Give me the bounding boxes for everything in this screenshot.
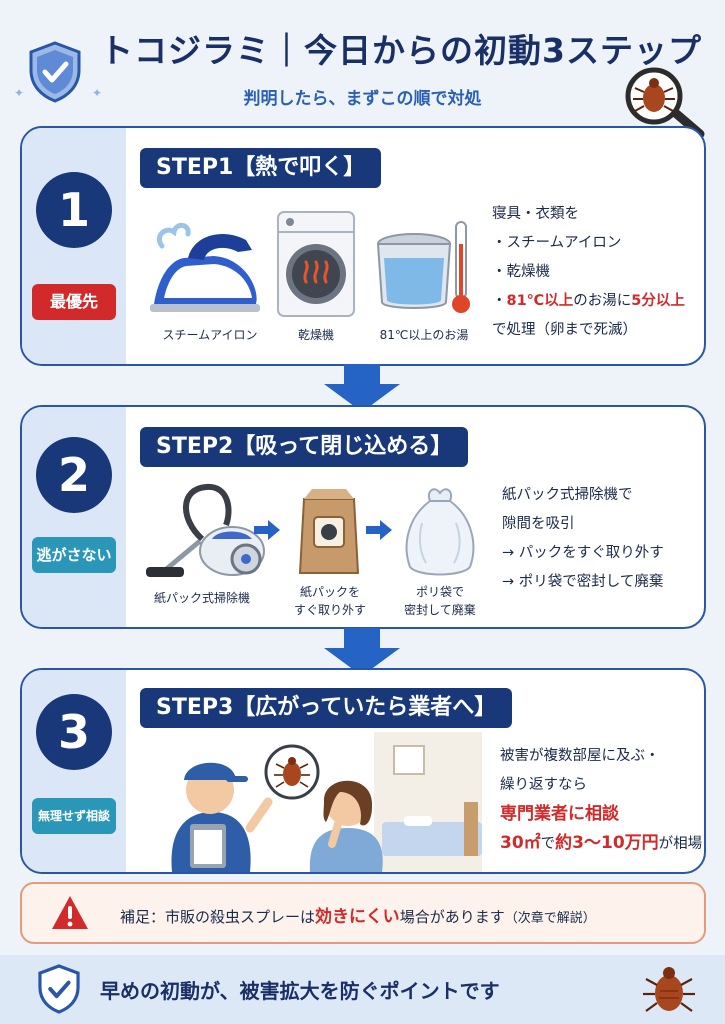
step2-desc-line: 隙間を吸引 [502,516,575,532]
step2-caption-bag-line: 密封して廃棄 [404,603,476,617]
warning-icon [52,896,88,929]
step1-priority-badge: 最優先 [32,284,116,320]
step1-desc-mid: のお湯に [573,293,632,309]
down-arrow-icon [324,364,400,412]
step1-time-highlight: 5分以上 [631,293,685,309]
step1-desc-line: ・スチームアイロン [492,235,622,251]
step2-caption-bag: ポリ袋で 密封して廃棄 [390,583,490,619]
steam-iron-icon [150,223,260,312]
note-small: （次章で解説） [504,911,596,926]
sparkle-icon: ✦ [14,86,25,100]
exterminator-consultation-illustration [171,732,482,872]
step2-card: 2 逃がさない STEP2【吸って閉じ込める】 紙パック式掃除機 紙パックを す… [20,405,706,629]
step2-caption-pack-line: 紙パックを [299,585,360,599]
step1-desc-line: ・乾燥機 [492,264,550,280]
page-subtitle: 判明したら、まずこの順で対処 [243,89,482,109]
hot-water-pot-icon [376,221,470,313]
step1-description: 寝具・衣類を ・スチームアイロン ・乾燥機 ・81℃以上のお湯に5分以上 で処理… [492,200,685,345]
step2-caption-bag-line: ポリ袋で [415,585,464,599]
right-arrow-icon [254,520,280,540]
dryer-icon [277,211,355,317]
step1-caption-hot-water: 81℃以上のお湯 [379,328,469,342]
down-arrow-icon [324,628,400,676]
footer-banner: 早めの初動が、被害拡大を防ぐポイントです [0,955,725,1024]
shield-check-icon [29,41,81,103]
right-arrow-icon [366,520,392,540]
step2-badge: 逃がさない [32,537,116,573]
step3-description: 被害が複数部屋に及ぶ・ 繰り返すなら 専門業者に相談 30㎡で約3〜10万円が相… [500,742,702,859]
note-highlight: 効きにくい [315,907,400,927]
step1-desc-line: 寝具・衣類を [492,206,579,222]
step2-desc-line: → パックをすぐ取り外す [502,545,664,561]
step1-caption-iron: スチームアイロン [162,328,258,342]
step2-caption-pack: 紙パックを すぐ取り外す [280,583,380,619]
step2-caption-vacuum: 紙パック式掃除機 [153,591,250,605]
magnifier-bedbug-icon [625,67,705,139]
step3-desc-mid: で [540,836,556,852]
step2-desc-line: → ポリ袋で密封して廃棄 [502,574,664,590]
step1-number: 1 [36,172,112,248]
step3-desc-line: 30㎡で約3〜10万円が相場 [500,829,702,859]
footer-text: 早めの初動が、被害拡大を防ぐポイントです [100,979,500,1003]
note-box: 補足：市販の殺虫スプレーは効きにくい場合があります（次章で解説） [20,882,706,944]
step3-desc-line: 繰り返すなら [500,777,587,793]
vacuum-cleaner-icon [146,483,265,577]
step2-description: 紙パック式掃除機で 隙間を吸引 → パックをすぐ取り外す → ポリ袋で密封して廃… [502,481,664,597]
step3-desc-mid: が相場 [658,836,703,852]
step1-card: 1 最優先 STEP1【熱で叩く】 スチームアイロン 乾燥機 81℃以上のお湯 … [20,126,706,366]
note-suffix: 場合があります [399,908,505,926]
step2-desc-line: 紙パック式掃除機で [502,487,633,503]
step3-consult-highlight: 専門業者に相談 [500,804,619,824]
plastic-bag-icon [405,488,475,576]
step3-badge: 無理せず相談 [32,798,116,834]
step3-number: 3 [36,694,112,770]
step2-title: STEP2【吸って閉じ込める】 [140,427,469,467]
step1-title: STEP1【熱で叩く】 [140,148,382,188]
step1-caption-dryer: 乾燥機 [297,328,334,342]
step3-card: 3 無理せず相談 STEP3【広がっていたら業者へ】 被害が複数部屋に [20,668,706,874]
step1-temp-highlight: 81℃以上 [506,293,574,309]
step3-desc-line: 被害が複数部屋に及ぶ・ [500,748,660,764]
note-text: 補足：市販の殺虫スプレーは効きにくい場合があります（次章で解説） [120,902,596,927]
step1-desc-line: ・81℃以上のお湯に5分以上 [492,287,685,316]
step3-title: STEP3【広がっていたら業者へ】 [140,688,513,728]
sparkle-icon: ✦ [92,86,103,100]
shield-check-icon [38,964,80,1014]
step3-price-highlight: 約3〜10万円 [555,833,659,853]
paper-pack-icon [298,489,360,574]
step2-number: 2 [36,437,112,513]
step2-caption-pack-line: すぐ取り外す [293,603,366,617]
step3-area-highlight: 30㎡ [500,833,541,853]
page-title: トコジラミ｜今日からの初動3ステップ [100,31,702,70]
note-prefix: 補足：市販の殺虫スプレーは [120,908,316,926]
bedbug-icon [643,967,695,1012]
step1-desc-line: で処理（卵まで死滅） [492,322,637,338]
step1-desc-bullet: ・ [492,293,507,309]
header: ✦ ✦ トコジラミ｜今日からの初動3ステップ 判明したら、まずこの順で対処 [0,0,725,139]
